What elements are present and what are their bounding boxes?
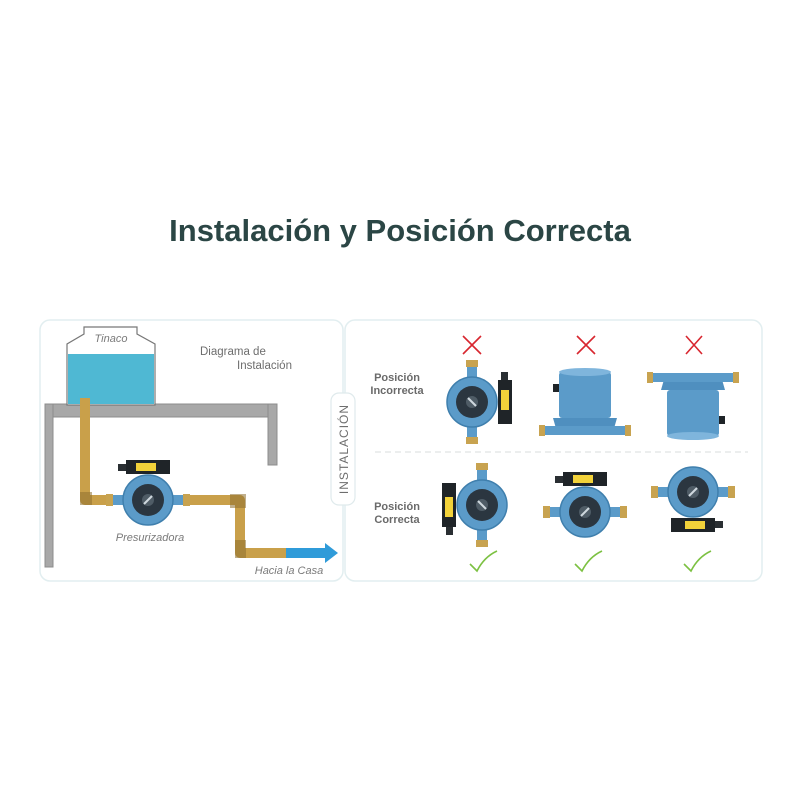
outlet-label: Hacia la Casa xyxy=(255,565,323,577)
red-x-icon xyxy=(685,335,703,355)
diagram-heading-line1: Diagrama de xyxy=(200,346,266,358)
red-x-icon xyxy=(462,335,482,355)
red-x-icon xyxy=(576,335,596,355)
correct-label-line1: Posición xyxy=(374,501,420,513)
green-check-icon xyxy=(683,550,712,573)
green-check-icon xyxy=(469,550,498,573)
diagram-heading-line2: Instalación xyxy=(237,360,292,372)
tank-label: Tinaco xyxy=(95,333,128,345)
page-title: Instalación y Posición Correcta xyxy=(169,213,631,248)
pump-label: Presurizadora xyxy=(116,532,184,544)
incorrect-label-line1: Posición xyxy=(374,372,420,384)
flow-arrow xyxy=(286,543,338,563)
support-structure xyxy=(44,403,278,568)
positions-panel xyxy=(344,319,763,582)
correct-label-line2: Correcta xyxy=(374,514,420,526)
section-tab-label: INSTALACIÓN xyxy=(336,404,351,494)
incorrect-label-line2: Incorrecta xyxy=(370,385,424,397)
section-tab xyxy=(330,392,356,506)
green-check-icon xyxy=(574,550,603,573)
water-tank xyxy=(66,326,156,406)
